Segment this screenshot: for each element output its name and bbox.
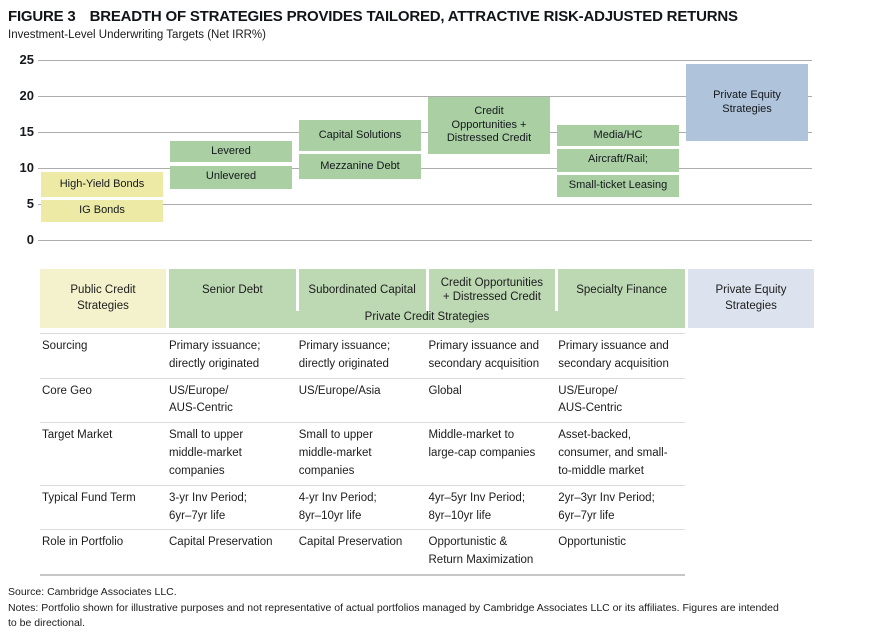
table-header-specialty-finance: Specialty Finance <box>558 269 685 311</box>
figure-footer: Source: Cambridge Associates LLC. Notes:… <box>8 585 868 632</box>
table-row-target-market: Target Market Small to upper middle-marke… <box>40 422 685 484</box>
table-cell-role-in-portfolio-credit-opportunities-distressed-credit: Opportunistic & Return Maximization <box>428 536 534 567</box>
table-header-private-equity-strategies: Private Equity Strategies <box>688 269 814 328</box>
chart-box-aircraft-rail: Aircraft/Rail; <box>557 148 679 172</box>
figure-title: BREADTH OF STRATEGIES PROVIDES TAILORED,… <box>89 8 738 25</box>
row-label-sourcing: Sourcing <box>42 340 88 352</box>
table-cell-typical-fund-term-specialty-finance: 2yr–3yr Inv Period; 6yr–7yr life <box>558 491 655 522</box>
table-cell-role-in-portfolio-specialty-finance: Opportunistic <box>558 536 627 549</box>
chart-box-unlevered: Unlevered <box>170 165 292 189</box>
gridline-5 <box>38 204 812 205</box>
figure-page: FIGURE 3 BREADTH OF STRATEGIES PROVIDES T… <box>8 8 868 629</box>
gridline-20 <box>38 96 812 97</box>
y-tick-label-15: 15 <box>19 124 34 139</box>
chart-box-media-hc: Media/HC <box>557 124 679 147</box>
table-cell-role-in-portfolio-subordinated-capital: Capital Preservation <box>298 536 403 549</box>
row-label-target-market: Target Market <box>42 429 113 442</box>
table-cell-target-market-specialty-finance: Asset-backed, consumer, and small- to-mi… <box>558 429 668 477</box>
y-tick-label-25: 25 <box>19 52 34 67</box>
row-label-role-in-portfolio: Role in Portfolio <box>42 536 124 549</box>
chart-box-high-yield-bonds: High-Yield Bonds <box>41 171 163 198</box>
figure-subtitle: Investment-Level Underwriting Targets (N… <box>8 29 266 41</box>
gridline-25 <box>38 60 812 61</box>
table-cell-sourcing-credit-opportunities-distressed-credit: Primary issuance and secondary acquisiti… <box>428 340 540 370</box>
table-cell-target-market-subordinated-capital: Small to upper middle-market companies <box>298 429 373 477</box>
private-credit-band: Private Credit Strategies <box>169 311 685 328</box>
table-cell-typical-fund-term-credit-opportunities-distressed-credit: 4yr–5yr Inv Period; 8yr–10yr life <box>428 491 526 522</box>
table-header-public-credit-strategies: Public Credit Strategies <box>40 269 166 328</box>
y-tick-label-5: 5 <box>26 196 34 211</box>
table-cell-core-geo-senior-debt: US/Europe/ AUS-Centric <box>169 384 233 415</box>
table-cell-typical-fund-term-senior-debt: 3-yr Inv Period; 6yr–7yr life <box>169 491 247 522</box>
y-tick-label-20: 20 <box>19 88 34 103</box>
table-cell-target-market-senior-debt: Small to upper middle-market companies <box>169 429 244 477</box>
table-cell-sourcing-senior-debt: Primary issuance; directly originated <box>169 340 261 370</box>
table-cell-core-geo-specialty-finance: US/Europe/ AUS-Centric <box>558 384 623 415</box>
table-header-credit-opportunities-distressed-credit: Credit Opportunities + Distressed Credit <box>428 269 556 311</box>
table-row-sourcing: Sourcing Primary issuance; directly origi… <box>40 333 685 378</box>
row-label-core-geo: Core Geo <box>42 384 92 397</box>
y-tick-label-0: 0 <box>26 232 34 247</box>
table-cell-sourcing-subordinated-capital: Primary issuance; directly originated <box>298 340 391 370</box>
chart-box-small-ticket-leasing: Small-ticket Leasing <box>557 174 679 197</box>
table-header-senior-debt: Senior Debt <box>169 269 296 311</box>
table-cell-target-market-credit-opportunities-distressed-credit: Middle-market to large-cap companies <box>428 429 536 460</box>
chart-box-mezzanine-debt: Mezzanine Debt <box>299 154 421 180</box>
chart-box-private-equity-strategies: Private Equity Strategies <box>686 64 808 142</box>
chart-box-capital-solutions: Capital Solutions <box>299 119 421 152</box>
row-label-typical-fund-term: Typical Fund Term <box>42 491 136 504</box>
chart-box-ig-bonds: IG Bonds <box>41 199 163 222</box>
y-tick-label-10: 10 <box>19 160 34 175</box>
chart-y-axis: 0 5 10 15 20 25 <box>8 52 34 247</box>
table-cell-role-in-portfolio-senior-debt: Capital Preservation <box>169 536 273 549</box>
gridline-15 <box>38 132 812 133</box>
table-header-subordinated-capital: Subordinated Capital <box>298 269 426 311</box>
source-note: Source: Cambridge Associates LLC. <box>8 585 177 598</box>
figure-number: FIGURE 3 <box>8 8 76 25</box>
table-row-core-geo: Core Geo US/Europe/ AUS-Centric US/Europe/… <box>40 377 685 423</box>
table-cell-typical-fund-term-subordinated-capital: 4-yr Inv Period; 8yr–10yr life <box>298 491 377 522</box>
table-body: Sourcing Primary issuance; directly origi… <box>40 333 685 576</box>
table-row-role-in-portfolio: Role in Portfolio Capital Preservation Cap… <box>40 529 685 574</box>
table-cell-core-geo-subordinated-capital: US/Europe/Asia <box>298 384 381 397</box>
table-cell-core-geo-credit-opportunities-distressed-credit: Global <box>428 384 462 397</box>
disclaimer-note: Notes: Portfolio shown for illustrative … <box>8 601 779 630</box>
figure-header: FIGURE 3 BREADTH OF STRATEGIES PROVIDES T… <box>8 8 868 26</box>
chart-box-credit-opportunities-distressed-credit: Credit Opportunities + Distressed Credit <box>428 96 550 155</box>
table-row-typical-fund-term: Typical Fund Term 3-yr Inv Period; 6yr–7y… <box>40 484 685 530</box>
gridline-0 <box>38 240 812 241</box>
chart-box-levered: Levered <box>170 141 292 163</box>
table-cell-sourcing-specialty-finance: Primary issuance and secondary acquisiti… <box>558 340 669 370</box>
gridline-10 <box>38 168 812 169</box>
